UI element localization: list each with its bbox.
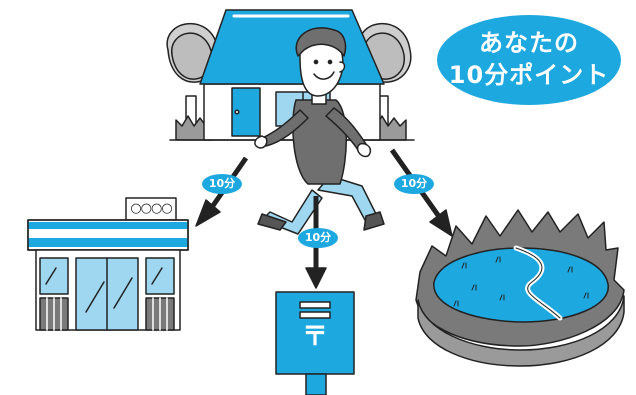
badge-bubble — [437, 15, 621, 105]
house — [166, 9, 415, 141]
badge-line-1: あなたの — [479, 29, 579, 57]
walking-man — [254, 27, 385, 235]
postbox — [275, 291, 355, 395]
park — [415, 209, 625, 367]
time-pill-store — [202, 174, 242, 194]
house-door — [231, 87, 261, 137]
badge-line-2: 10分ポイント — [448, 61, 610, 89]
time-pill-postbox — [298, 228, 338, 248]
time-pill-park — [394, 174, 434, 194]
postbox-mark: 〒 — [301, 322, 328, 352]
time-label-store: 10分 — [208, 177, 236, 190]
convenience-store — [27, 197, 189, 331]
store-sign-text: ○○○○ — [130, 201, 172, 216]
time-label-postbox: 10分 — [304, 231, 332, 244]
house-roof — [199, 9, 385, 85]
tree-left — [166, 23, 220, 139]
time-label-park: 10分 — [400, 177, 428, 190]
